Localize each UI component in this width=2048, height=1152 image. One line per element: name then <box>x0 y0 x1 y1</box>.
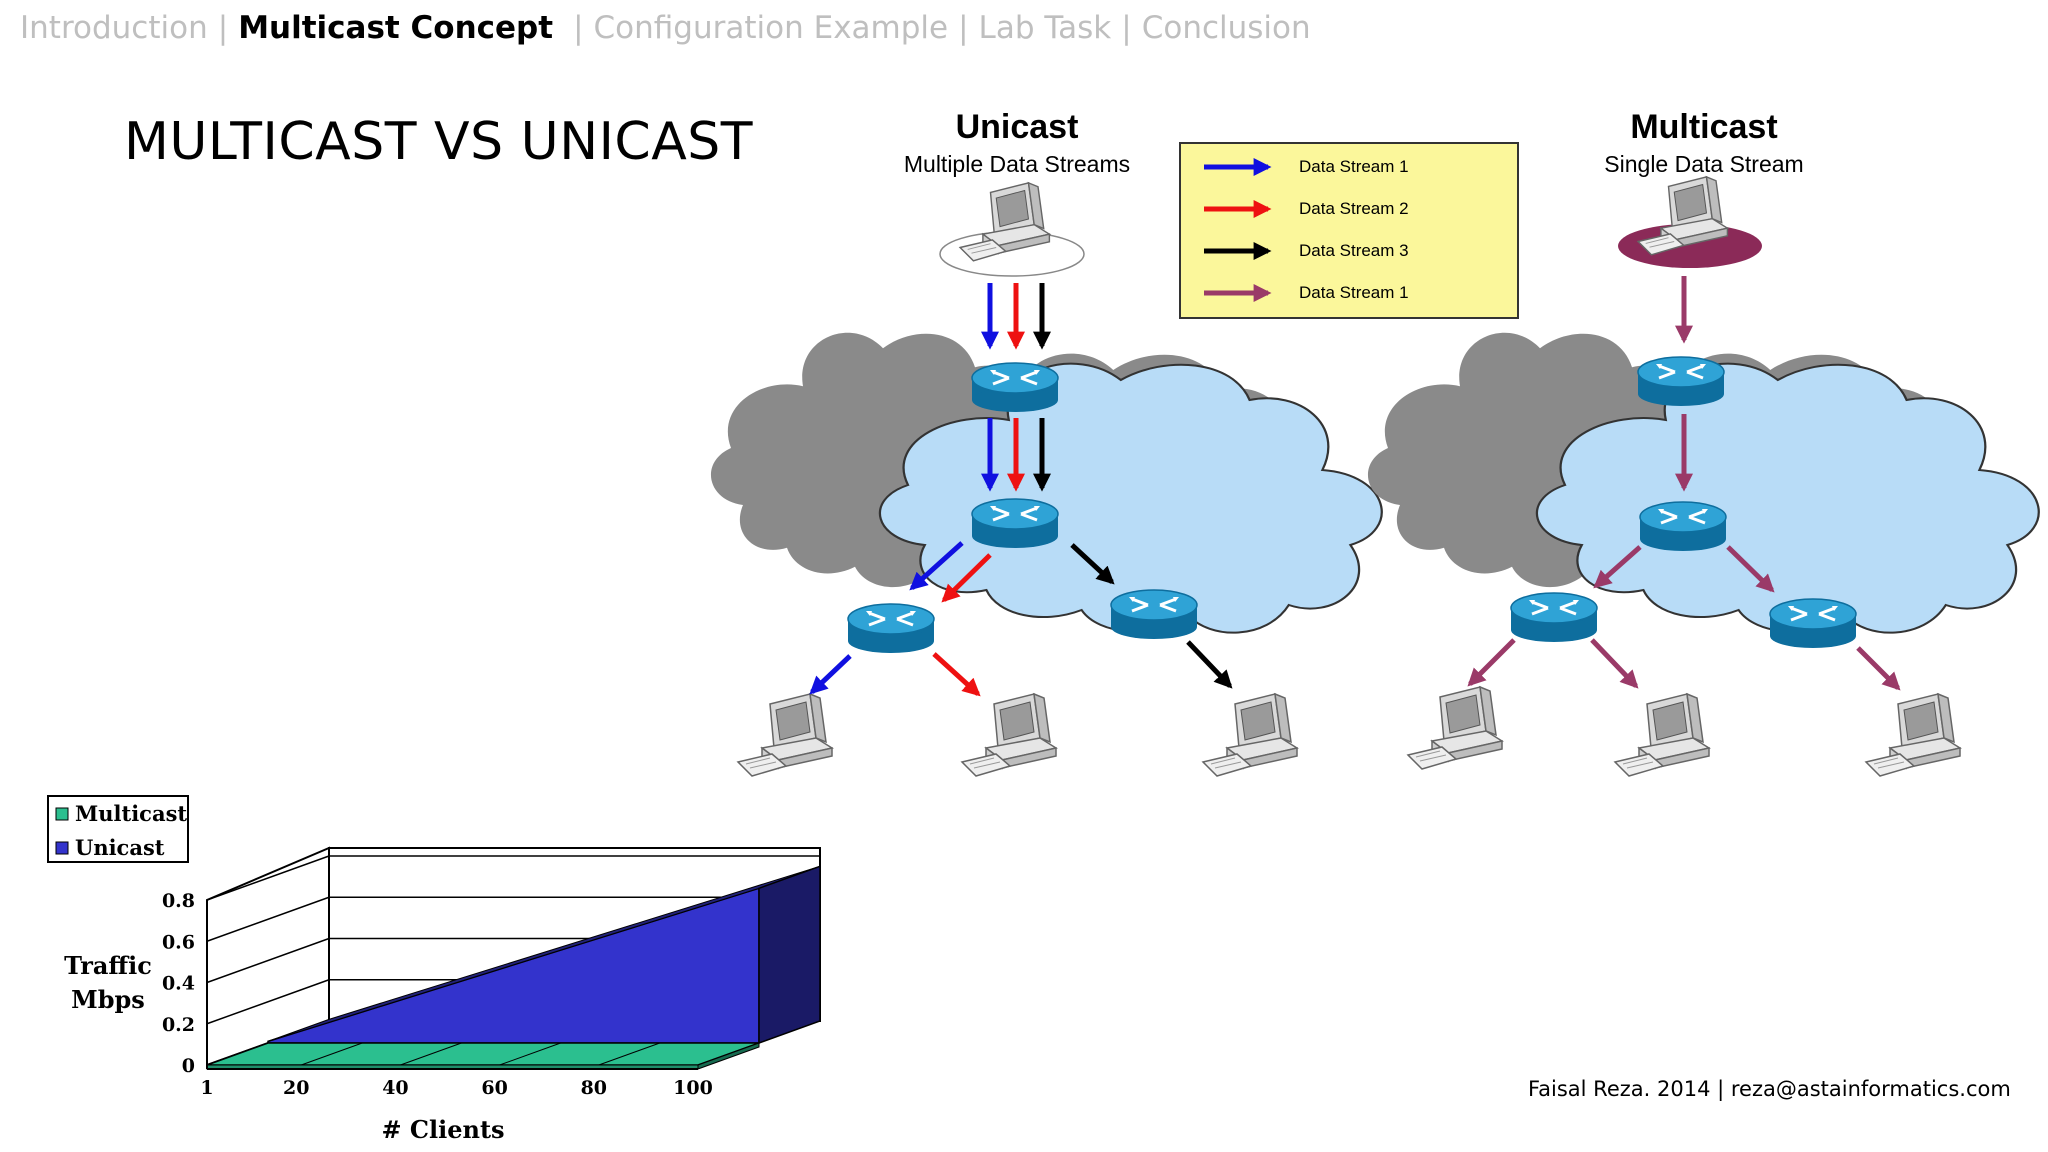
arrow-stream-1 <box>1726 545 1775 593</box>
arrow-stream-1 <box>1590 638 1639 689</box>
multicast-router-2-icon <box>1638 500 1728 553</box>
multicast-diagram: Multicast Single Data Stream <box>1367 108 2040 777</box>
nav-separator: | <box>217 10 229 46</box>
unicast-router-4-icon <box>1109 588 1199 641</box>
nav-multicast-concept[interactable]: Multicast Concept <box>238 10 554 46</box>
y-tick-label: 0.4 <box>162 973 195 995</box>
nav-configuration-example[interactable]: Configuration Example <box>593 10 949 46</box>
legend-swatch-unicast <box>55 841 69 855</box>
legend-label-multicast: Multicast <box>75 801 187 826</box>
nav-separator: | <box>958 10 969 46</box>
arrow-stream-1 <box>909 541 964 591</box>
chart-gridline <box>206 896 330 942</box>
x-tick-label: 100 <box>673 1077 713 1099</box>
x-tick-label: 40 <box>382 1077 408 1099</box>
arrow-stream-1 <box>1856 646 1901 691</box>
x-tick-label: 1 <box>200 1077 213 1099</box>
arrow-stream-1 <box>809 654 852 695</box>
arrow-stream-3 <box>1186 640 1233 689</box>
unicast-subtitle: Multiple Data Streams <box>904 151 1130 177</box>
multicast-client-3-icon <box>1865 693 1961 777</box>
y-tick-label: 0.6 <box>162 931 195 953</box>
legend-swatch-multicast <box>55 807 69 821</box>
unicast-arrows <box>809 283 1233 697</box>
section-nav: Introduction|Multicast Concept|Configura… <box>20 10 1311 46</box>
unicast-title: Unicast <box>956 108 1079 146</box>
unicast-source-pc-icon <box>959 182 1051 262</box>
multicast-client-2-icon <box>1614 693 1710 777</box>
unicast-router-2-icon <box>970 497 1060 550</box>
multicast-title: Multicast <box>1630 108 1777 146</box>
multicast-divider <box>400 1042 462 1066</box>
footer-credit: Faisal Reza. 2014 | reza@astainformatics… <box>1528 1077 2011 1101</box>
chart-legend-box <box>47 795 189 863</box>
multicast-divider <box>499 1042 561 1066</box>
multicast-router-4-icon <box>1768 597 1858 650</box>
arrow-stream-1 <box>1593 545 1642 589</box>
legend-label-2: Data Stream 2 <box>1299 199 1409 218</box>
multicast-router-1-icon <box>1636 355 1726 408</box>
chart-gridline <box>206 855 330 901</box>
chart-legend: Multicast Unicast <box>47 795 189 863</box>
nav-separator: | <box>573 10 584 46</box>
arrow-stream-2 <box>932 652 981 697</box>
y-tick-label: 0.8 <box>162 890 195 912</box>
chart-gridline <box>206 937 330 984</box>
arrow-stream-3 <box>1070 543 1115 585</box>
multicast-divider <box>598 1042 660 1066</box>
y-tick-label: 0 <box>182 1055 195 1077</box>
multicast-client-1-icon <box>1407 686 1503 770</box>
multicast-area-top <box>206 1042 760 1066</box>
nav-introduction[interactable]: Introduction <box>20 10 208 46</box>
x-tick-label: 20 <box>283 1077 309 1099</box>
legend-label-unicast: Unicast <box>75 835 165 860</box>
unicast-router-3-icon <box>846 602 936 655</box>
multicast-area-side <box>697 1042 760 1070</box>
arrow-stream-2 <box>941 553 992 603</box>
legend-label-4: Data Stream 1 <box>1299 283 1409 302</box>
unicast-client-3-icon <box>1202 693 1298 777</box>
slide-title: MULTICAST VS UNICAST <box>124 112 754 172</box>
x-axis-label: # Clients <box>381 1115 504 1144</box>
unicast-client-2-icon <box>961 693 1057 777</box>
legend-label-1: Data Stream 1 <box>1299 157 1409 176</box>
legend-box <box>1179 142 1519 319</box>
x-tick-label: 80 <box>581 1077 607 1099</box>
nav-separator: | <box>1121 10 1132 46</box>
nav-conclusion[interactable]: Conclusion <box>1141 10 1311 46</box>
multicast-arrows <box>1467 276 1901 691</box>
multicast-subtitle: Single Data Stream <box>1604 151 1803 177</box>
chart-plot-area: 0 0.2 0.4 0.6 0.8 1 20 40 60 80 100 <box>162 846 821 1099</box>
traffic-chart: Multicast Unicast Traffic Mbps # Clients… <box>47 795 821 1144</box>
arrow-stream-1 <box>1467 638 1516 687</box>
legend-label-3: Data Stream 3 <box>1299 241 1409 260</box>
y-tick-label: 0.2 <box>162 1014 195 1036</box>
unicast-client-1-icon <box>737 693 833 777</box>
multicast-divider <box>301 1042 363 1066</box>
x-tick-label: 60 <box>481 1077 507 1099</box>
chart-gridline <box>206 979 330 1025</box>
y-axis-label-line-2: Mbps <box>71 985 145 1014</box>
unicast-diagram: Unicast Multiple Data Streams <box>710 108 1383 777</box>
unicast-router-1-icon <box>970 361 1060 414</box>
stream-legend: Data Stream 1 Data Stream 2 Data Stream … <box>1179 142 1519 319</box>
multicast-router-3-icon <box>1509 591 1599 644</box>
y-axis-label-line-1: Traffic <box>64 951 152 980</box>
nav-lab-task[interactable]: Lab Task <box>978 10 1112 46</box>
unicast-area-side <box>758 865 821 1045</box>
